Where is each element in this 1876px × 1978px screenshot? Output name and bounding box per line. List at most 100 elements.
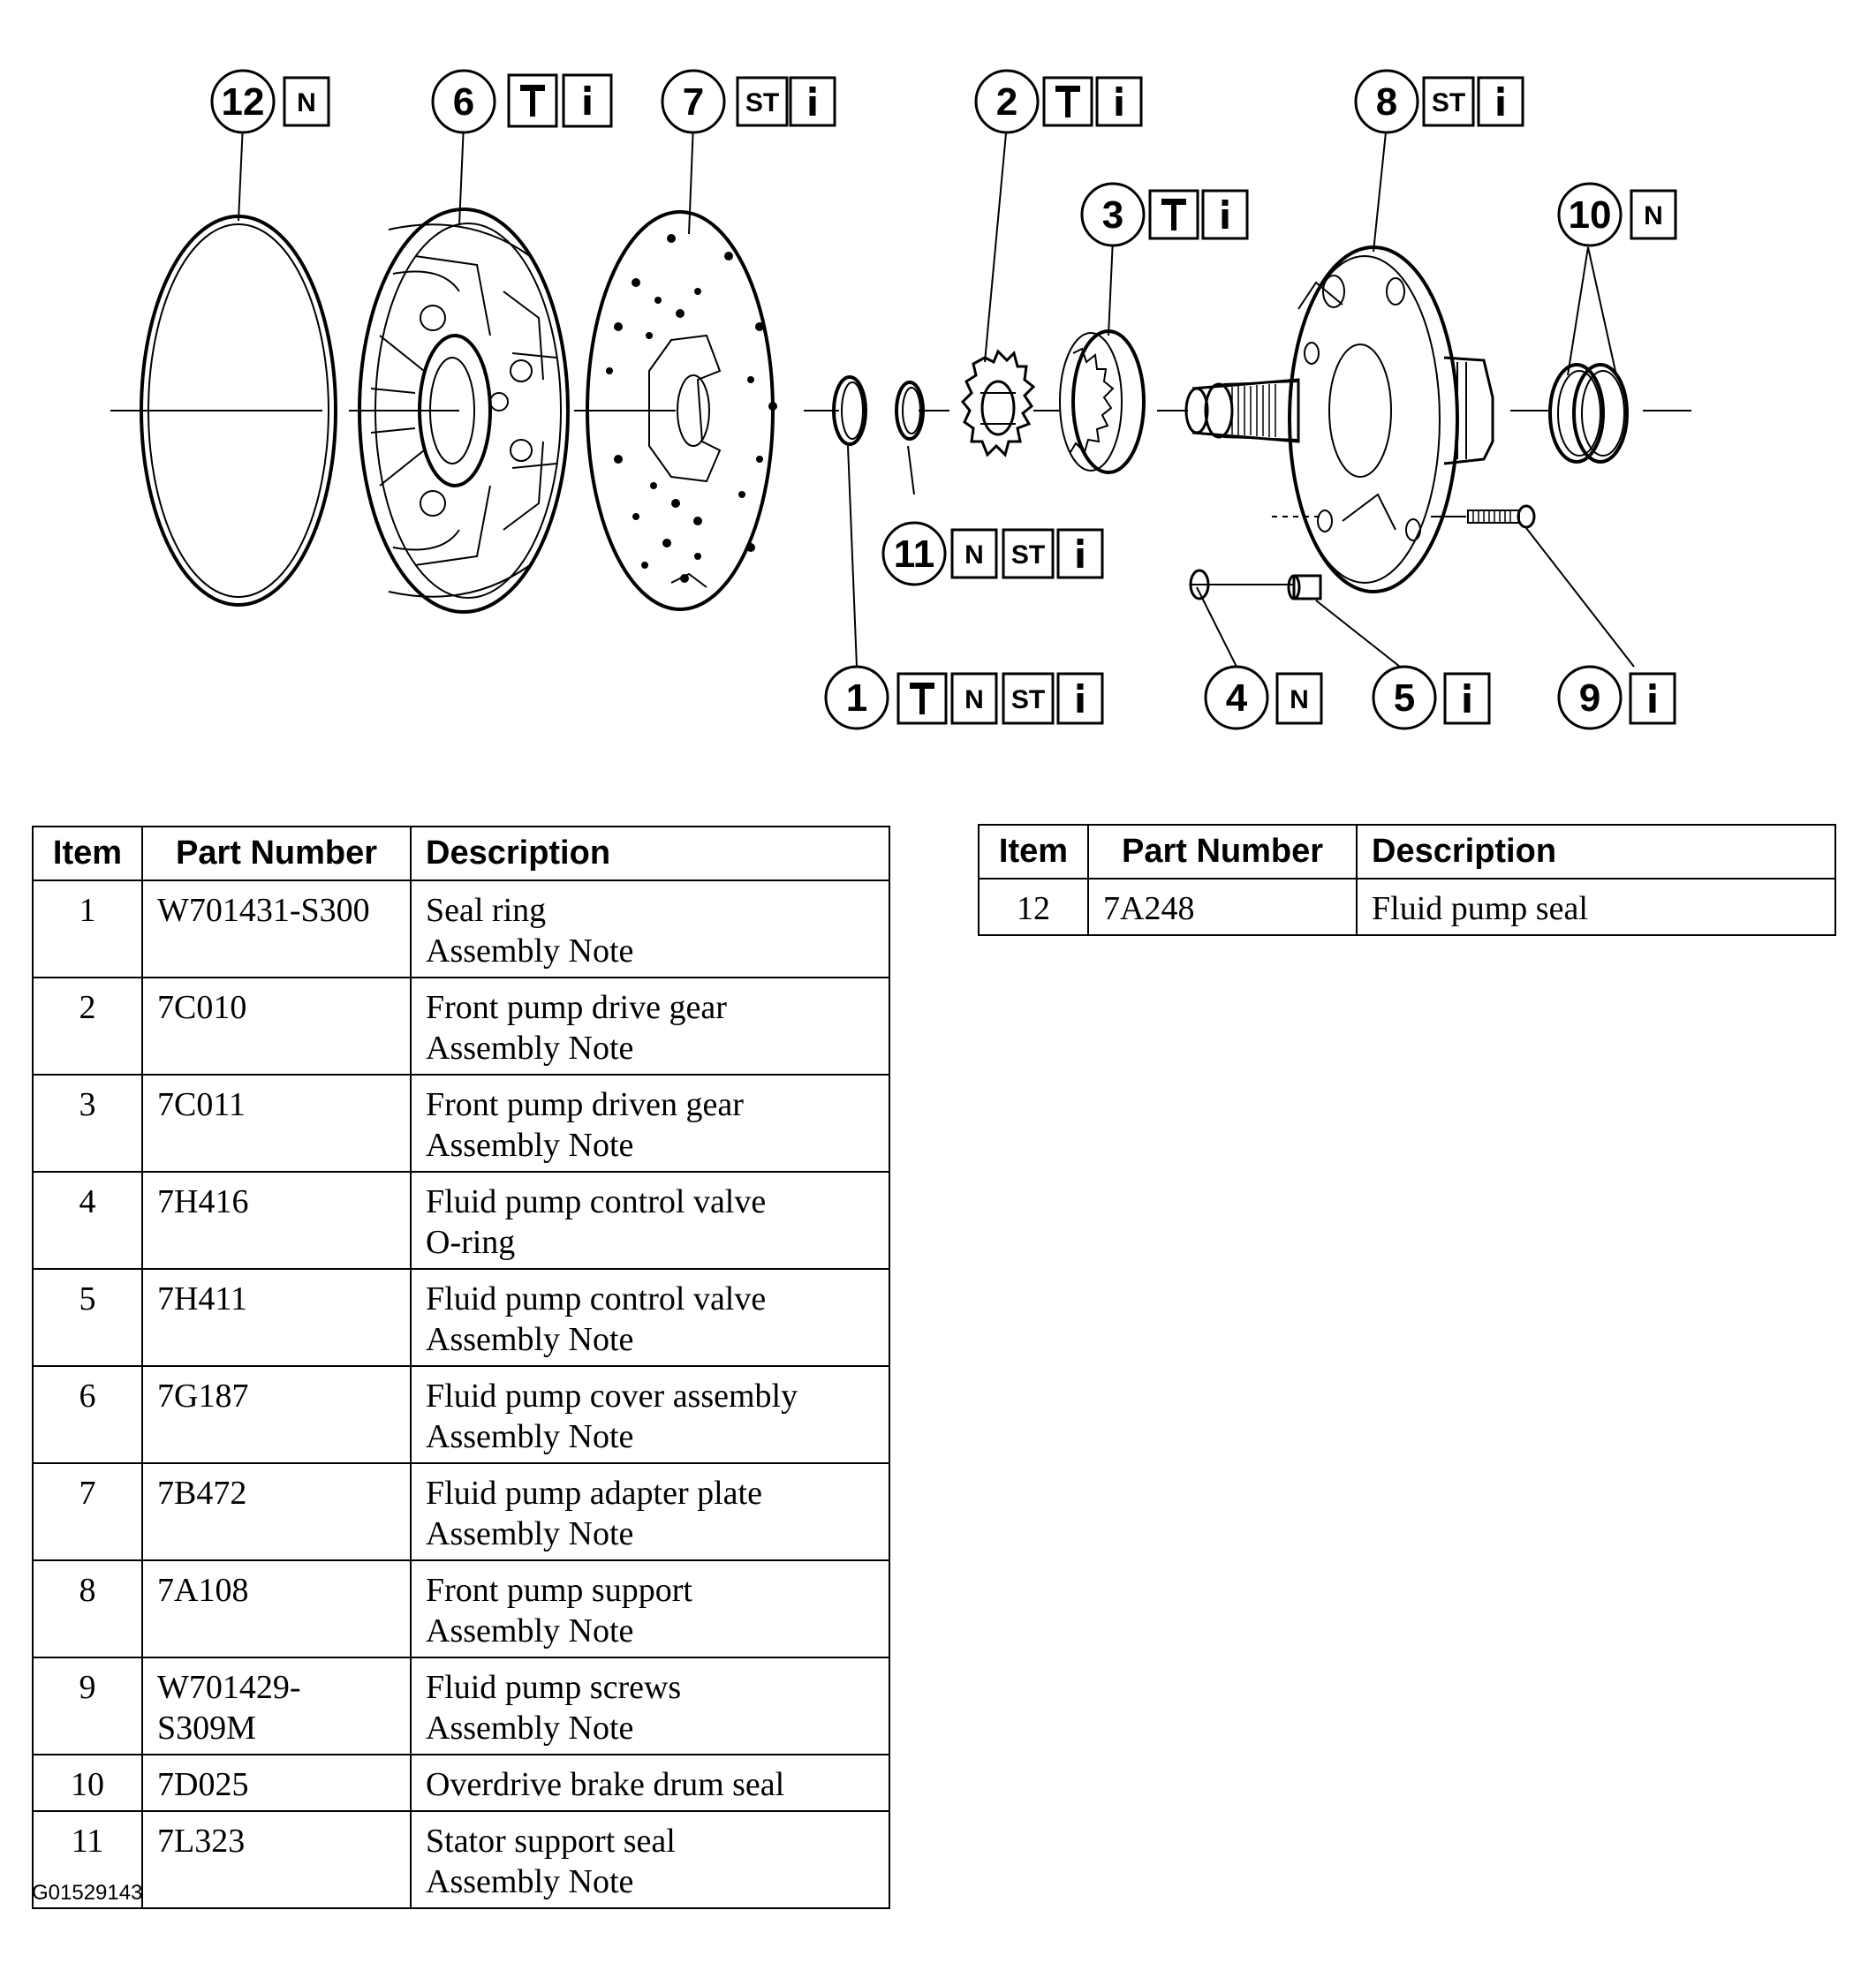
badge-n xyxy=(283,76,330,127)
description-line: Fluid pump seal xyxy=(1372,890,1588,927)
callout-12-badge-1: N xyxy=(297,88,316,117)
cell-item: 11 xyxy=(32,1810,143,1909)
description-line: Assembly Note xyxy=(426,1515,634,1552)
callout-11: 11 N ST xyxy=(881,521,1104,586)
cell-item: 5 xyxy=(32,1268,143,1367)
info-icon xyxy=(1497,87,1504,116)
callout-9-number: 9 xyxy=(1579,676,1600,720)
exploded-parts-diagram: 12 N 6 7 ST 2 3 8 ST xyxy=(110,69,1691,730)
part-2-front-pump-drive-gear xyxy=(960,349,1036,457)
part-number-line: 7L323 xyxy=(157,1823,246,1860)
info-icon xyxy=(1464,683,1471,713)
description-line: Seal ring xyxy=(426,892,547,929)
callout-5-number: 5 xyxy=(1394,676,1415,720)
figure-id: G01529143 xyxy=(32,1881,143,1905)
part-7-fluid-pump-adapter-plate xyxy=(586,210,777,611)
cell-part-number: 7C010 xyxy=(141,977,412,1076)
table-header-row: Item Part Number Description xyxy=(978,824,1836,880)
cell-item: 10 xyxy=(32,1754,143,1812)
cell-part-number: 7D025 xyxy=(141,1754,412,1812)
callout-4-number: 4 xyxy=(1226,676,1248,720)
part-number-line: S309M xyxy=(157,1710,256,1747)
cell-item: 1 xyxy=(32,880,143,978)
header-description: Description xyxy=(410,826,890,881)
info-icon xyxy=(1077,683,1084,713)
cell-part-number: 7A108 xyxy=(141,1559,412,1658)
header-part-number: Part Number xyxy=(1087,824,1358,880)
cell-item: 6 xyxy=(32,1365,143,1464)
info-icon xyxy=(1077,539,1084,568)
part-8-front-pump-support xyxy=(1184,245,1494,593)
cell-part-number: 7A248 xyxy=(1087,878,1358,936)
callout-8: 8 ST xyxy=(1354,69,1524,134)
callout-10-number: 10 xyxy=(1569,193,1612,237)
description-line: O-ring xyxy=(426,1224,516,1261)
header-item: Item xyxy=(32,826,143,881)
cell-part-number: 7L323 xyxy=(141,1810,412,1909)
callout-8-badge-1: ST xyxy=(1432,88,1465,117)
part-number-line: 7A248 xyxy=(1103,890,1195,927)
description-line: Overdrive brake drum seal xyxy=(426,1766,785,1803)
leader-lines xyxy=(238,123,1635,668)
part-number-line: 7A108 xyxy=(157,1572,249,1609)
callout-6-number: 6 xyxy=(453,80,474,124)
part-number-line: 7D025 xyxy=(157,1766,249,1803)
part-number-line: W701431-S300 xyxy=(157,892,370,929)
callout-9: 9 xyxy=(1557,665,1676,730)
cell-description: Fluid pump seal xyxy=(1356,878,1836,936)
part-number-line: 7H416 xyxy=(157,1183,249,1220)
callout-1: 1 N ST xyxy=(824,665,1104,730)
info-icon xyxy=(584,86,591,115)
callout-12-number: 12 xyxy=(222,80,265,124)
callout-7-number: 7 xyxy=(683,80,704,124)
cell-item: 4 xyxy=(32,1171,143,1270)
part-number-line: 7H411 xyxy=(157,1280,248,1317)
info-icon xyxy=(1222,200,1229,229)
callout-10-badge-1: N xyxy=(1644,201,1663,230)
callout-7-badge-1: ST xyxy=(745,88,779,117)
description-line: Stator support seal xyxy=(426,1823,676,1860)
callout-1-badge-2: N xyxy=(964,685,984,714)
callout-2-number: 2 xyxy=(996,80,1017,124)
description-line: Front pump drive gear xyxy=(426,989,727,1026)
callout-8-number: 8 xyxy=(1376,80,1397,124)
part-number-line: 7C011 xyxy=(157,1086,246,1123)
description-line: Fluid pump adapter plate xyxy=(426,1475,762,1512)
description-line: Front pump driven gear xyxy=(426,1086,744,1123)
part-number-line: W701429- xyxy=(157,1669,301,1706)
description-line: Assembly Note xyxy=(426,1612,634,1650)
callout-11-badge-1: N xyxy=(964,540,984,570)
part-3-front-pump-driven-gear xyxy=(1059,329,1146,474)
callout-3: 3 xyxy=(1080,182,1249,247)
description-line: Fluid pump control valve xyxy=(426,1183,767,1220)
part-number-line: 7B472 xyxy=(157,1475,247,1512)
part-4-control-valve-o-ring xyxy=(1189,569,1210,600)
callout-3-number: 3 xyxy=(1102,193,1123,237)
info-icon xyxy=(1649,683,1656,713)
cell-part-number: 7H411 xyxy=(141,1268,412,1367)
description-line: Assembly Note xyxy=(426,1418,634,1455)
description-line: Front pump support xyxy=(426,1572,692,1609)
part-number-line: 7C010 xyxy=(157,989,247,1026)
description-line: Assembly Note xyxy=(426,1710,634,1747)
description-line: Assembly Note xyxy=(426,1030,634,1067)
description-line: Assembly Note xyxy=(426,932,634,970)
cell-part-number: W701429- S309M xyxy=(141,1657,412,1755)
callout-5: 5 xyxy=(1372,665,1491,730)
